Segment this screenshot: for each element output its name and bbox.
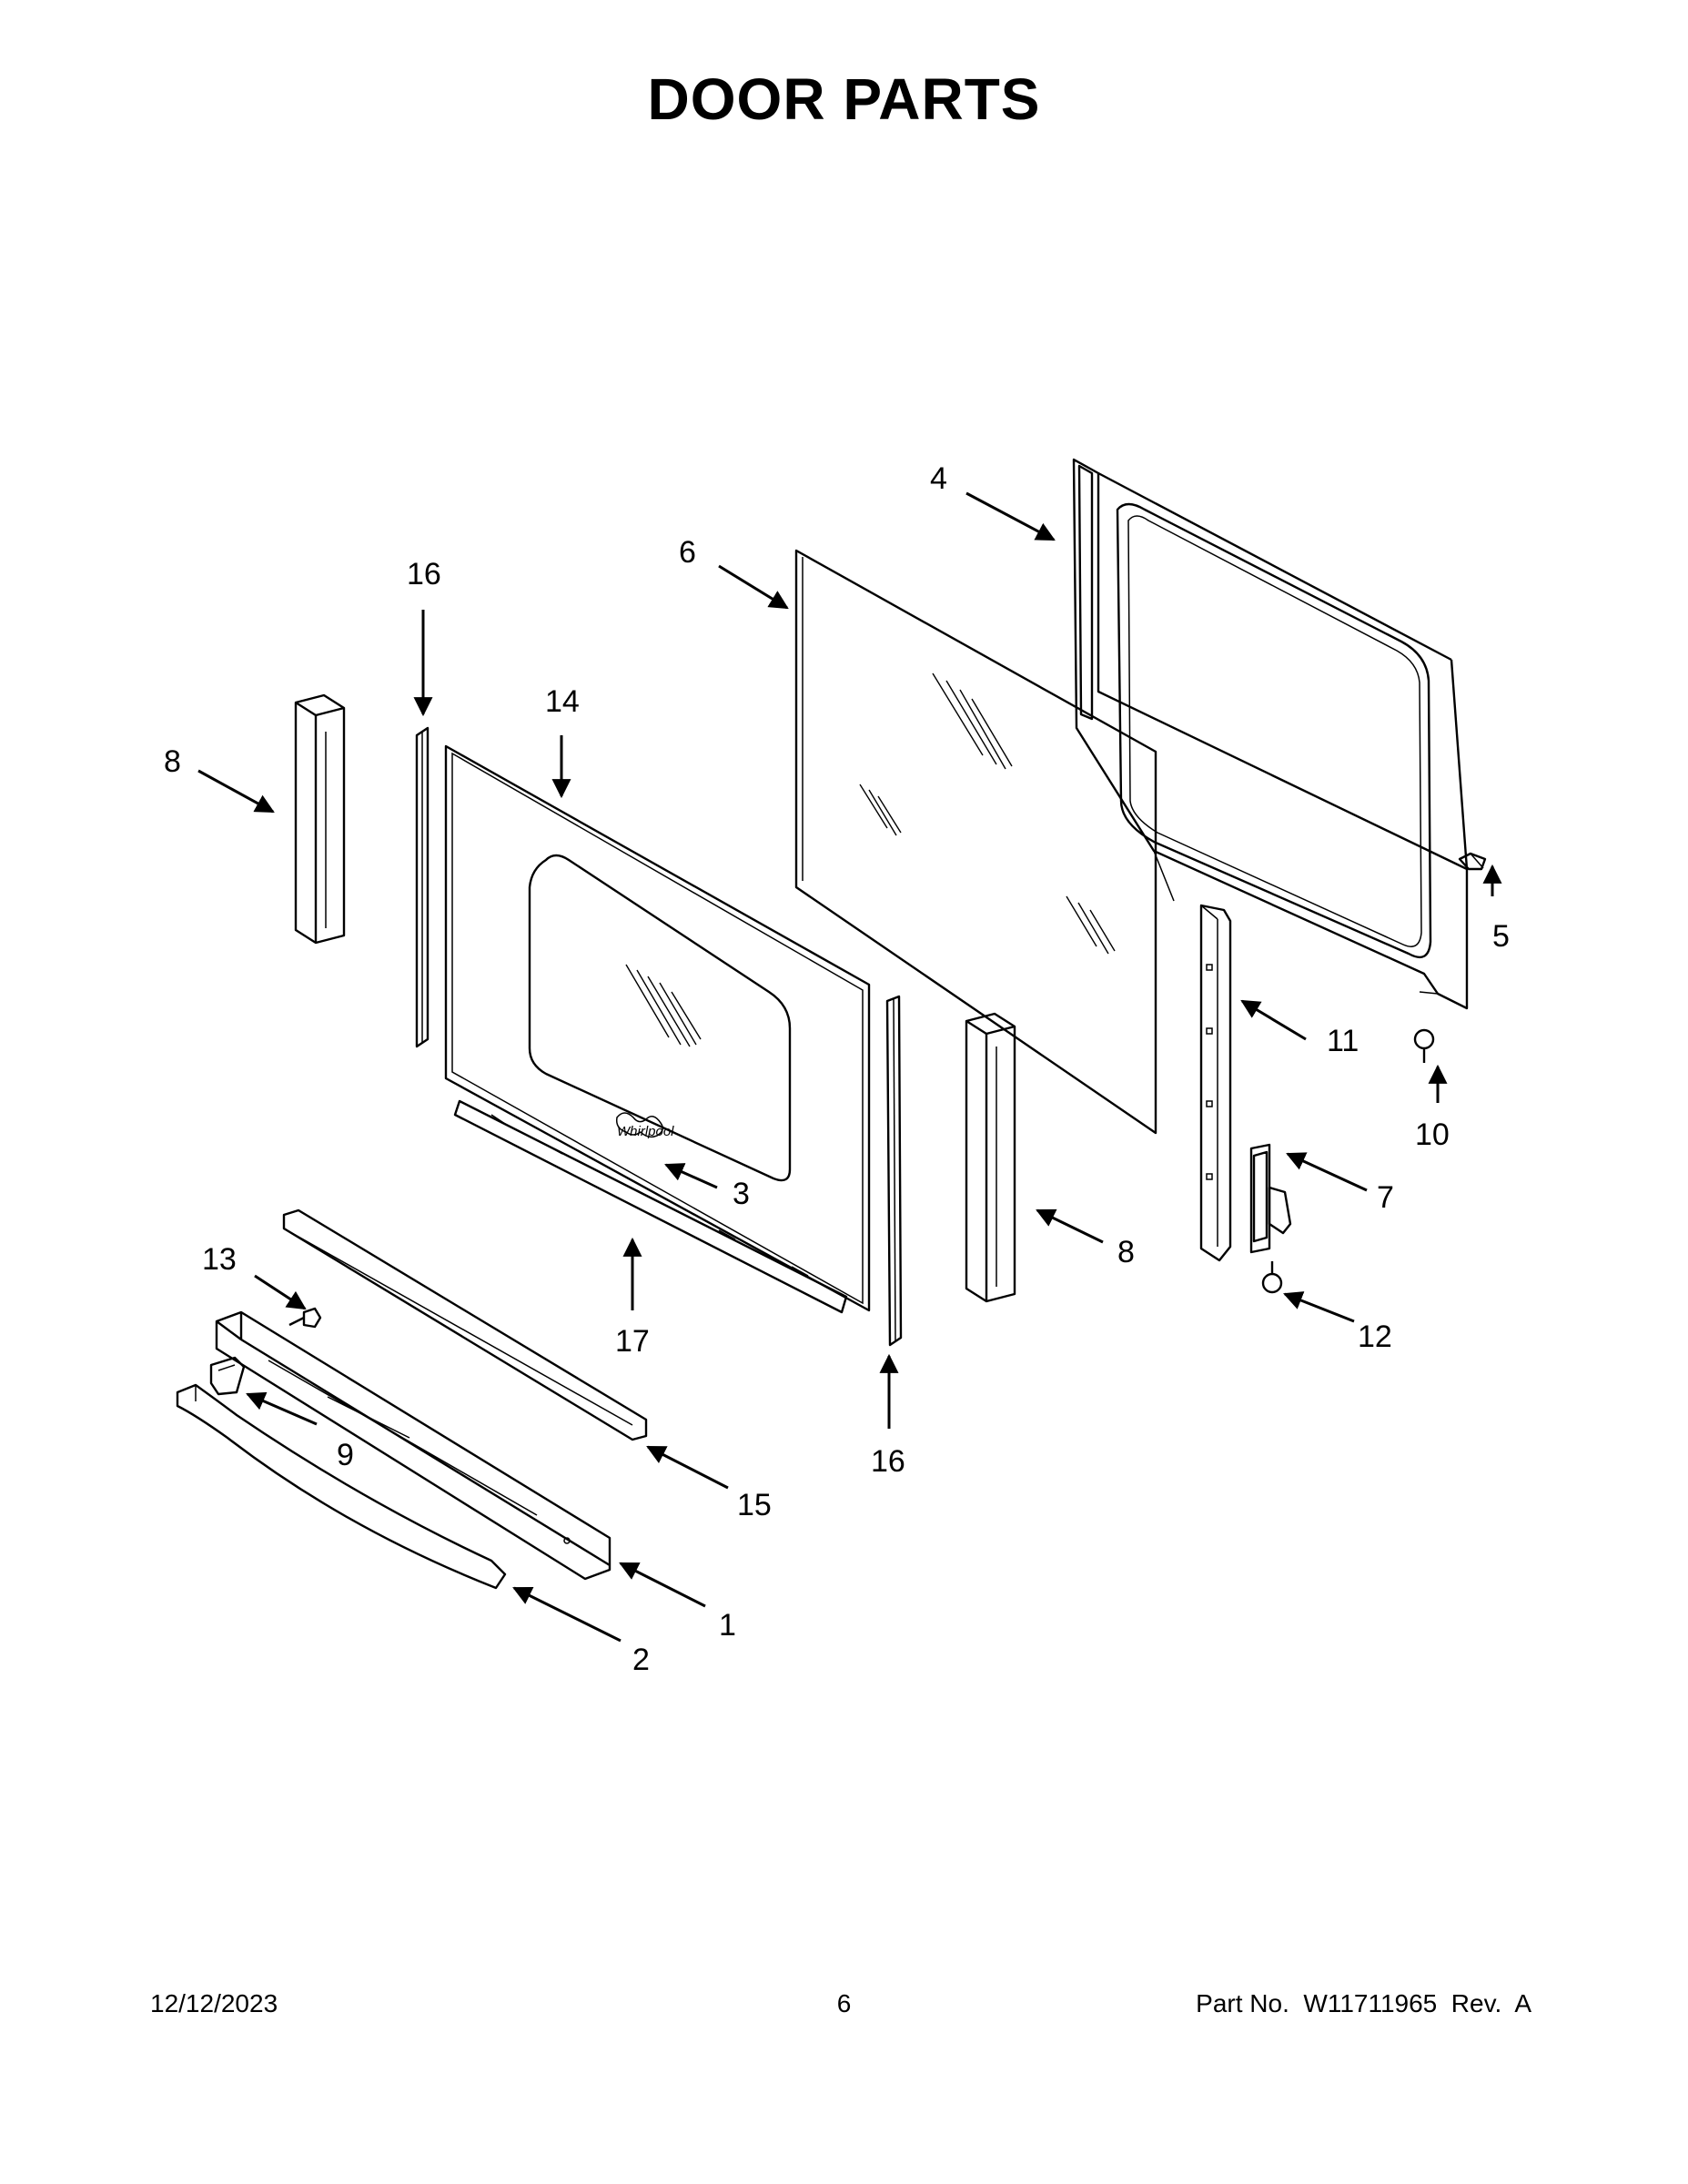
callout-8-right: 8 xyxy=(1117,1235,1135,1269)
part-11-hinge-bracket xyxy=(1199,904,1232,1262)
part-10-screw xyxy=(1413,1028,1435,1063)
callout-arrows xyxy=(197,491,1502,1643)
callout-11: 11 xyxy=(1327,1024,1359,1058)
callout-9: 9 xyxy=(337,1438,354,1472)
part-15-handle-rail xyxy=(282,1208,648,1441)
part-13-screw xyxy=(288,1307,322,1329)
part-8-left-side-channel xyxy=(294,693,346,945)
part-16-right-side-trim xyxy=(885,995,903,1347)
part-1-handle-base xyxy=(215,1310,612,1581)
part-9-end-cap xyxy=(209,1356,246,1396)
callout-15: 15 xyxy=(737,1488,772,1522)
callout-16-top: 16 xyxy=(407,557,441,592)
part-7-hinge xyxy=(1249,1143,1292,1254)
part-4-inner-door-frame xyxy=(1072,458,1469,1010)
callout-8-left: 8 xyxy=(164,744,181,779)
part-12-screw xyxy=(1261,1261,1283,1294)
callout-labels: 4 6 16 14 8 5 11 10 7 3 8 17 12 13 16 9 … xyxy=(164,461,1510,1677)
callout-6: 6 xyxy=(679,535,696,570)
callout-5: 5 xyxy=(1492,919,1510,954)
callout-1: 1 xyxy=(719,1608,736,1643)
callout-14: 14 xyxy=(545,684,580,719)
part-16-left-side-trim xyxy=(415,726,430,1048)
footer-date: 12/12/2023 xyxy=(150,1989,278,2017)
part-3-logo-badge: Whirlpool xyxy=(615,1112,674,1139)
callout-2: 2 xyxy=(632,1643,650,1677)
callout-7: 7 xyxy=(1377,1180,1394,1215)
part-5-screw xyxy=(1458,852,1487,871)
callout-16-bottom: 16 xyxy=(871,1444,905,1479)
callout-17: 17 xyxy=(615,1324,650,1359)
page-title: DOOR PARTS xyxy=(647,66,1041,132)
part-8-right-side-channel xyxy=(965,1012,1016,1303)
callout-4: 4 xyxy=(930,461,947,496)
callout-12: 12 xyxy=(1358,1320,1392,1354)
part-14-outer-door-panel xyxy=(444,744,871,1312)
glare-marks xyxy=(859,672,1116,955)
callout-3: 3 xyxy=(733,1177,750,1211)
glare-marks xyxy=(625,964,702,1047)
part-17-bottom-vent-trim xyxy=(453,1099,848,1314)
footer-page-number: 6 xyxy=(836,1989,852,2017)
part-2-handle xyxy=(176,1383,507,1590)
logo-text: Whirlpool xyxy=(617,1124,674,1139)
part-6-glass-panel xyxy=(794,549,1157,1135)
footer-part-number: Part No. W11711965 Rev. A xyxy=(1196,1989,1531,2017)
callout-10: 10 xyxy=(1415,1117,1450,1152)
callout-13: 13 xyxy=(202,1242,237,1277)
